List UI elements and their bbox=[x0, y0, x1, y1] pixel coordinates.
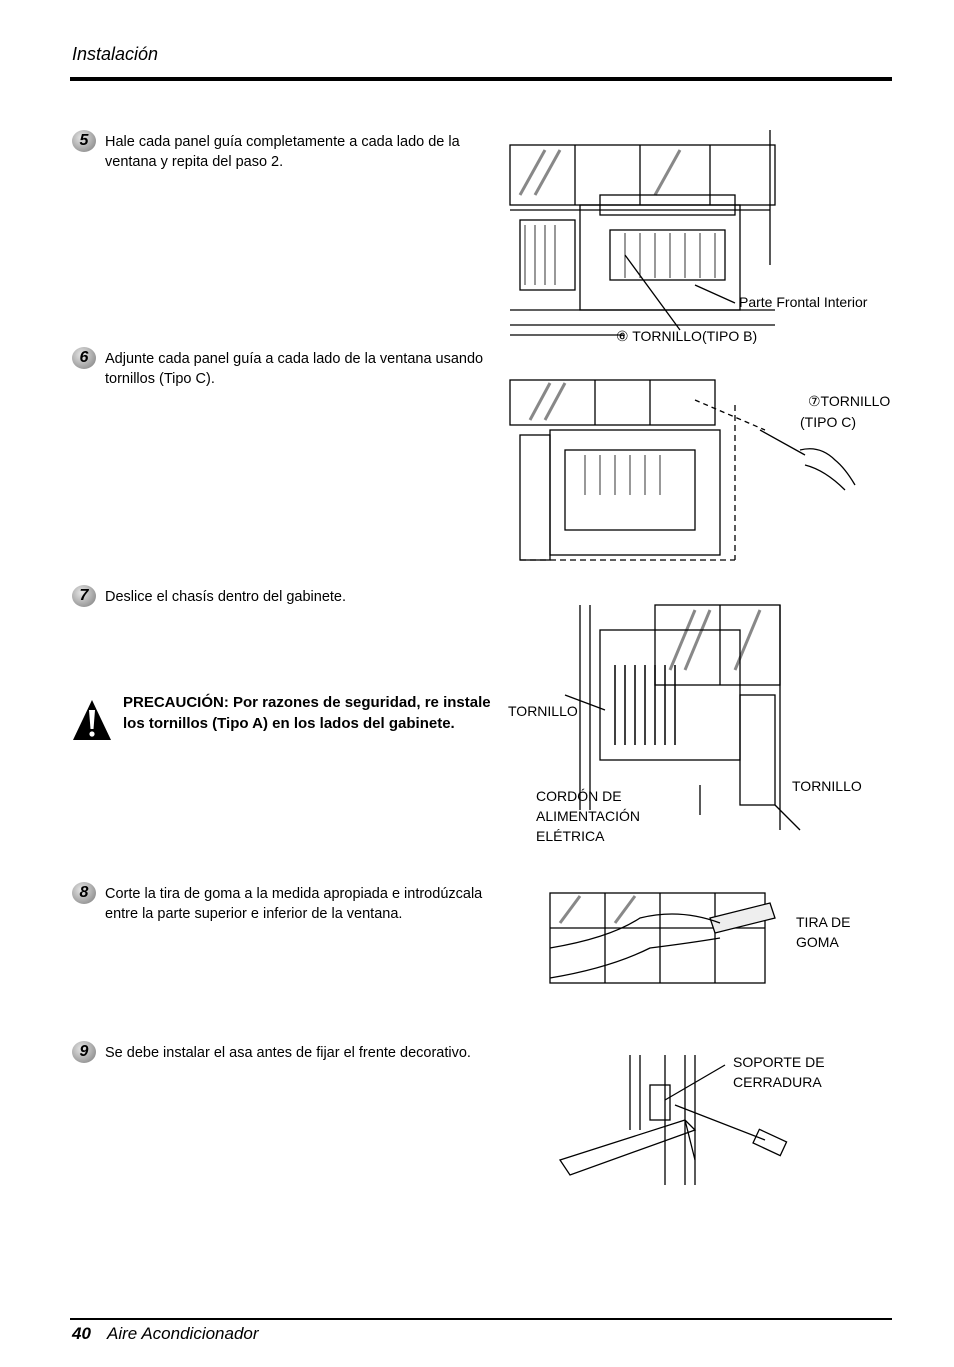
figure-window-unit-front bbox=[509, 130, 776, 336]
label-screw-left: TORNILLO bbox=[508, 703, 578, 719]
step-number: 9 bbox=[72, 1041, 96, 1063]
label-screw-type-c-1: ⑦TORNILLO bbox=[808, 393, 891, 409]
step-text: Hale cada panel guía completamente a cad… bbox=[105, 134, 460, 170]
caution-block: PRECAUCIÓN: Por razones de seguridad, re… bbox=[72, 692, 492, 740]
label-lock-bracket-1: SOPORTE DE bbox=[733, 1054, 825, 1070]
warning-triangle-icon bbox=[73, 700, 111, 740]
step-text: Deslice el chasís dentro del gabinete. bbox=[105, 589, 347, 605]
label-power-cord-3: ELÉTRICA bbox=[536, 828, 605, 844]
figure-chassis-slide bbox=[564, 604, 801, 831]
step-8: 8 Corte la tira de goma a la medida apro… bbox=[72, 882, 492, 924]
step-number: 8 bbox=[72, 882, 96, 904]
label-screw-type-c-2: (TIPO C) bbox=[800, 414, 856, 430]
page-footer: 40 Aire Acondicionador bbox=[72, 1324, 259, 1344]
page-number: 40 bbox=[72, 1324, 91, 1343]
step-5: 5 Hale cada panel guía completamente a c… bbox=[72, 130, 492, 172]
figure-lock-bracket bbox=[558, 1055, 788, 1185]
step-number: 6 bbox=[72, 347, 96, 369]
step-text: Adjunte cada panel guía a cada lado de l… bbox=[105, 351, 484, 387]
page-header-title: Instalación bbox=[72, 44, 159, 64]
label-power-cord-2: ALIMENTACIÓN bbox=[536, 808, 640, 824]
header-rule bbox=[70, 77, 892, 81]
step-9: 9 Se debe instalar el asa antes de fijar… bbox=[72, 1041, 492, 1063]
label-rubber-strip-2: GOMA bbox=[796, 934, 839, 950]
label-power-cord-1: CORDÓN DE bbox=[536, 788, 622, 804]
footer-title: Aire Acondicionador bbox=[107, 1324, 259, 1343]
label-front-interior: Parte Frontal Interior bbox=[739, 294, 868, 310]
footer-rule bbox=[70, 1318, 892, 1320]
label-lock-bracket-2: CERRADURA bbox=[733, 1074, 822, 1090]
label-screw-right: TORNILLO bbox=[792, 778, 862, 794]
step-6: 6 Adjunte cada panel guía a cada lado de… bbox=[72, 347, 492, 389]
step-text: Corte la tira de goma a la medida apropi… bbox=[105, 886, 483, 922]
step-text: Se debe instalar el asa antes de fijar e… bbox=[105, 1045, 471, 1061]
step-7: 7 Deslice el chasís dentro del gabinete. bbox=[72, 585, 492, 607]
step-number: 7 bbox=[72, 585, 96, 607]
label-rubber-strip-1: TIRA DE bbox=[796, 914, 851, 930]
caution-text: PRECAUCIÓN: Por razones de seguridad, re… bbox=[123, 694, 491, 732]
figure-rubber-strip bbox=[549, 892, 776, 984]
figure-guide-panel-screw bbox=[509, 379, 856, 561]
step-number: 5 bbox=[72, 130, 96, 152]
label-screw-type-b: ⑥ TORNILLO(TIPO B) bbox=[616, 328, 758, 344]
